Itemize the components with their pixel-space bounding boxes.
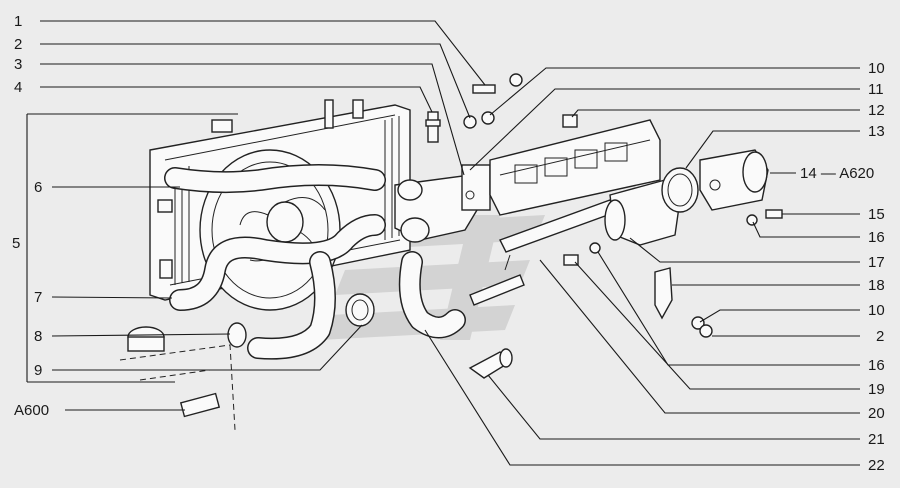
callout-18: 18 xyxy=(868,277,885,294)
callout-10b: 10 xyxy=(868,302,885,319)
callout-4: 4 xyxy=(14,79,22,96)
callout-2b: 2 xyxy=(876,328,884,345)
leader-lines-right xyxy=(424,67,860,466)
washer-icon xyxy=(589,214,758,254)
callout-14-a620: 14 — A620 xyxy=(800,165,874,182)
temperature-sensor-icon xyxy=(468,348,513,379)
callout-1: 1 xyxy=(14,13,22,30)
water-pump-icon xyxy=(699,149,769,211)
bolt-icon xyxy=(472,84,783,266)
bracket-icon xyxy=(654,267,673,320)
heater-hose-icon xyxy=(398,251,466,339)
upper-hose-icon xyxy=(164,164,386,194)
callout-5: 5 xyxy=(12,235,20,252)
callout-3: 3 xyxy=(14,56,22,73)
callout-6: 6 xyxy=(34,179,42,196)
callout-9: 9 xyxy=(34,362,42,379)
gasket-icon xyxy=(661,167,699,213)
cylinder-head-icon xyxy=(489,119,661,216)
hose-clamp-icon xyxy=(227,293,375,348)
callout-16: 16 xyxy=(868,229,885,246)
callout-12: 12 xyxy=(868,102,885,119)
nut-icon xyxy=(463,73,713,338)
callout-21: 21 xyxy=(868,431,885,448)
callout-16b: 16 xyxy=(868,357,885,374)
thermostat-housing-icon xyxy=(394,164,491,243)
callout-2: 2 xyxy=(14,36,22,53)
callout-8: 8 xyxy=(34,328,42,345)
callout-15: 15 xyxy=(868,206,885,223)
callout-17: 17 xyxy=(868,254,885,271)
callout-7: 7 xyxy=(34,289,42,306)
callout-22: 22 xyxy=(868,457,885,474)
callout-20: 20 xyxy=(868,405,885,422)
callout-11: 11 xyxy=(868,81,884,98)
callout-10: 10 xyxy=(868,60,885,77)
callout-13: 13 xyxy=(868,123,885,140)
callout-a600: A600 xyxy=(14,402,49,419)
lower-hose-icon xyxy=(169,214,386,311)
leader-lines-left xyxy=(40,20,486,411)
callout-19: 19 xyxy=(868,381,885,398)
callout-labels-right: 10 11 12 13 14 — A620 15 16 17 18 10 2 1… xyxy=(800,60,885,474)
sensor-icon xyxy=(425,111,441,143)
coolant-pipe-icon xyxy=(469,199,617,306)
callout-labels-left: 1 2 3 4 5 6 7 8 9 A600 xyxy=(12,13,49,419)
expansion-tank-cap-icon xyxy=(119,326,236,431)
bypass-hose-icon xyxy=(247,251,336,360)
